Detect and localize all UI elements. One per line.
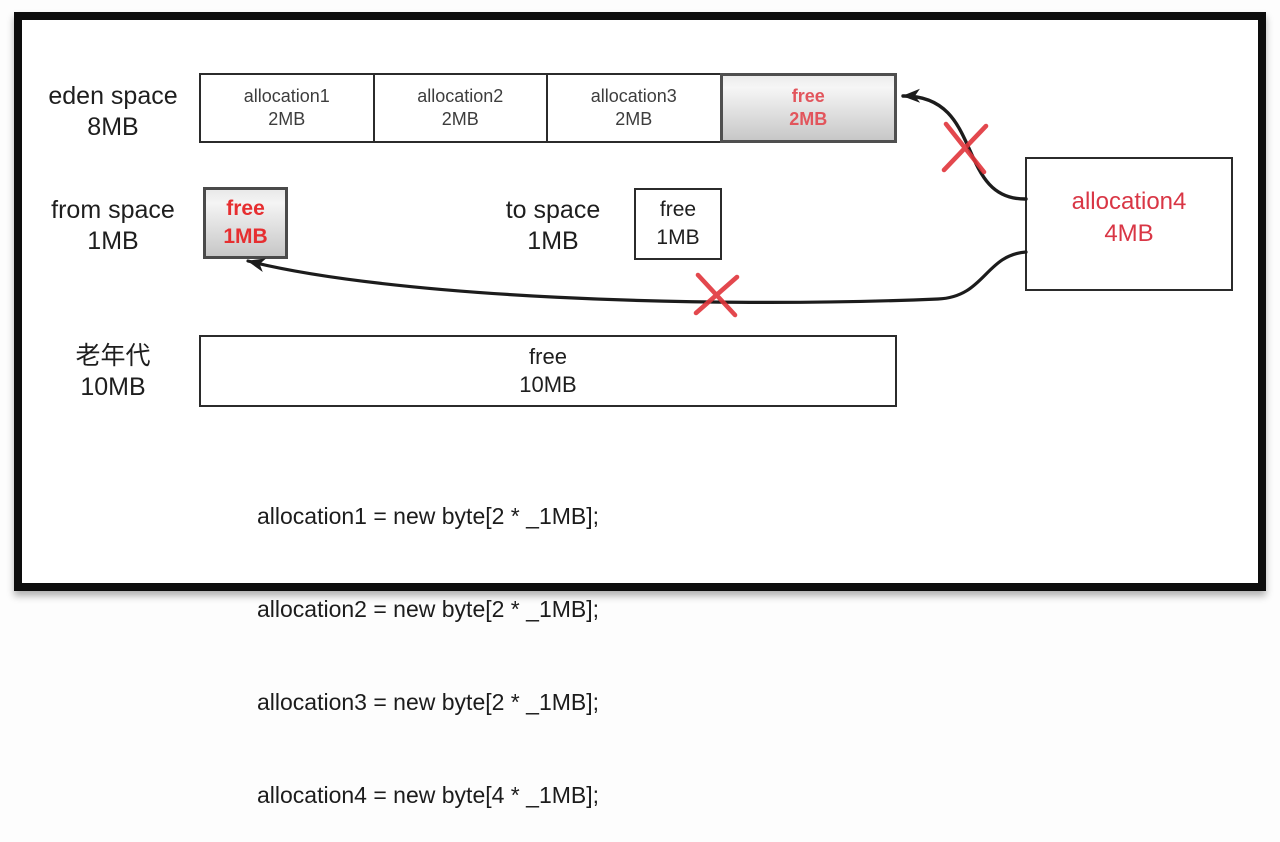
code-line: allocation3 = new byte[2 * _1MB];: [257, 689, 600, 715]
allocation-code-listing: allocation1 = new byte[2 * _1MB]; alloca…: [257, 439, 599, 842]
cell-name: allocation1: [243, 86, 330, 106]
cell-name: free: [529, 344, 567, 369]
memory-cell-allocation1: allocation1 2MB: [201, 75, 373, 141]
code-line: allocation1 = new byte[2 * _1MB];: [257, 503, 600, 529]
cell-name: allocation2: [417, 86, 504, 106]
cell-size: 1MB: [656, 226, 700, 249]
memory-cell-eden-free: free 2MB: [719, 73, 897, 143]
cell-name: allocation3: [590, 86, 677, 106]
eden-space-label-name: eden space: [48, 82, 178, 110]
old-gen-label: 老年代 10MB: [28, 341, 198, 403]
cell-size: 2MB: [615, 109, 653, 129]
cell-size: 2MB: [789, 109, 828, 129]
eden-space-row: allocation1 2MB allocation2 2MB allocati…: [199, 73, 897, 143]
cell-name: allocation4: [1071, 188, 1187, 215]
memory-cell-allocation2: allocation2 2MB: [372, 75, 546, 141]
to-space-label-size: 1MB: [527, 227, 579, 255]
jvm-memory-diagram: { "labels": { "eden": {"line1": "eden sp…: [14, 12, 1266, 808]
eden-space-label: eden space 8MB: [28, 81, 198, 143]
code-line: allocation2 = new byte[2 * _1MB];: [257, 596, 600, 622]
from-space-label: from space 1MB: [28, 195, 198, 257]
allocation4-box: allocation4 4MB: [1025, 157, 1233, 291]
from-space-label-name: from space: [51, 196, 175, 224]
cell-name: free: [226, 197, 265, 220]
cell-size: 2MB: [441, 109, 479, 129]
to-space-label-name: to space: [505, 196, 601, 224]
memory-cell-from-free: free 1MB: [203, 187, 288, 259]
cell-size: 10MB: [519, 372, 577, 397]
code-line: allocation4 = new byte[4 * _1MB];: [257, 782, 600, 808]
old-gen-label-name: 老年代: [75, 342, 151, 370]
cell-size: 2MB: [268, 109, 306, 129]
cell-size: 1MB: [223, 225, 268, 248]
to-space-label: to space 1MB: [468, 195, 638, 257]
eden-space-label-size: 8MB: [87, 113, 139, 141]
memory-cell-to-free: free 1MB: [634, 188, 722, 260]
memory-cell-oldgen-free: free 10MB: [199, 335, 897, 407]
cell-name: free: [791, 86, 825, 106]
cell-size: 4MB: [1104, 220, 1154, 247]
cell-name: free: [659, 198, 697, 221]
old-gen-label-size: 10MB: [80, 373, 146, 401]
memory-cell-allocation3: allocation3 2MB: [546, 75, 720, 141]
from-space-label-size: 1MB: [87, 227, 139, 255]
